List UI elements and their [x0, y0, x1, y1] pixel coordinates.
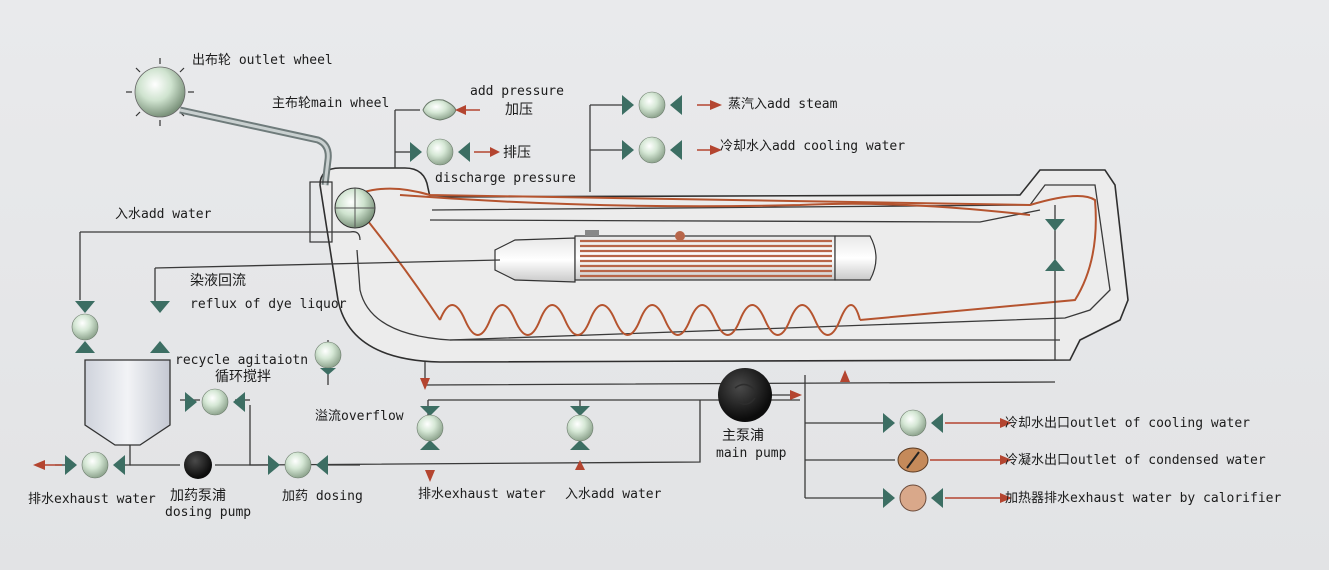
label-add-cooling: 冷却水入add cooling water	[720, 139, 905, 154]
label-outlet-condensed: 冷凝水出口outlet of condensed water	[1005, 452, 1266, 468]
label-add-pressure-en: add pressure	[470, 84, 564, 99]
valve-add-water-top[interactable]	[71, 301, 99, 353]
label-recycle-cn: 循环搅拌	[215, 369, 271, 385]
label-exhaust-left: 排水exhaust water	[28, 492, 156, 507]
label-dosing-pump-cn: 加药泵浦	[170, 488, 226, 504]
label-add-water-bottom: 入水add water	[565, 487, 662, 502]
valve-reflux[interactable]	[150, 301, 170, 353]
label-outlet-cooling: 冷却水出口outlet of cooling water	[1005, 416, 1250, 431]
label-discharge-cn: 排压	[503, 145, 531, 161]
flow-arrows	[33, 100, 1012, 503]
piping	[55, 104, 1056, 499]
valve-exhaust-left[interactable]	[65, 451, 125, 479]
main-pump-icon[interactable]	[718, 368, 772, 422]
main-wheel	[309, 181, 376, 243]
outlet-wheel	[126, 58, 194, 126]
valve-dosing[interactable]	[268, 451, 328, 479]
label-add-pressure-cn: 加压	[505, 102, 533, 118]
valve-add-steam[interactable]	[622, 91, 682, 119]
label-dosing: 加药 dosing	[282, 489, 363, 504]
label-recycle-en: recycle agitaiotn	[175, 353, 308, 368]
valve-discharge-pressure[interactable]	[410, 138, 470, 166]
label-main-pump-cn: 主泵浦	[722, 428, 764, 444]
valve-right-vertical[interactable]	[1045, 219, 1065, 271]
label-reflux-en: reflux of dye liquor	[190, 297, 347, 312]
valve-tank-recycle[interactable]	[185, 388, 245, 416]
label-reflux-cn: 染液回流	[190, 273, 246, 289]
dosing-pump-icon[interactable]	[184, 451, 212, 479]
steam-trap-icon[interactable]	[897, 447, 929, 473]
valve-recycle[interactable]	[314, 341, 342, 375]
valve-add-cooling[interactable]	[622, 136, 682, 164]
valve-exhaust-calorifier[interactable]	[883, 484, 943, 512]
label-main-pump-en: main pump	[716, 446, 787, 461]
valve-outlet-cooling[interactable]	[883, 409, 943, 437]
label-overflow: 溢流overflow	[315, 409, 404, 424]
label-main-wheel: 主布轮main wheel	[272, 96, 389, 111]
label-outlet-wheel: 出布轮 outlet wheel	[192, 53, 333, 68]
label-discharge-en: discharge pressure	[435, 171, 576, 186]
valve-add-water-bottom[interactable]	[566, 406, 594, 450]
heat-exchanger	[494, 230, 877, 283]
label-dosing-pump-en: dosing pump	[165, 505, 251, 520]
label-add-water-top: 入水add water	[115, 207, 212, 222]
label-exhaust-mid: 排水exhaust water	[418, 487, 546, 502]
valve-add-pressure[interactable]	[422, 99, 457, 121]
dosing-tank	[84, 359, 171, 446]
valve-exhaust-mid[interactable]	[416, 406, 444, 450]
label-exhaust-calorifier: 加热器排水exhaust water by calorifier	[1005, 491, 1281, 506]
label-add-steam: 蒸汽入add steam	[728, 97, 838, 112]
